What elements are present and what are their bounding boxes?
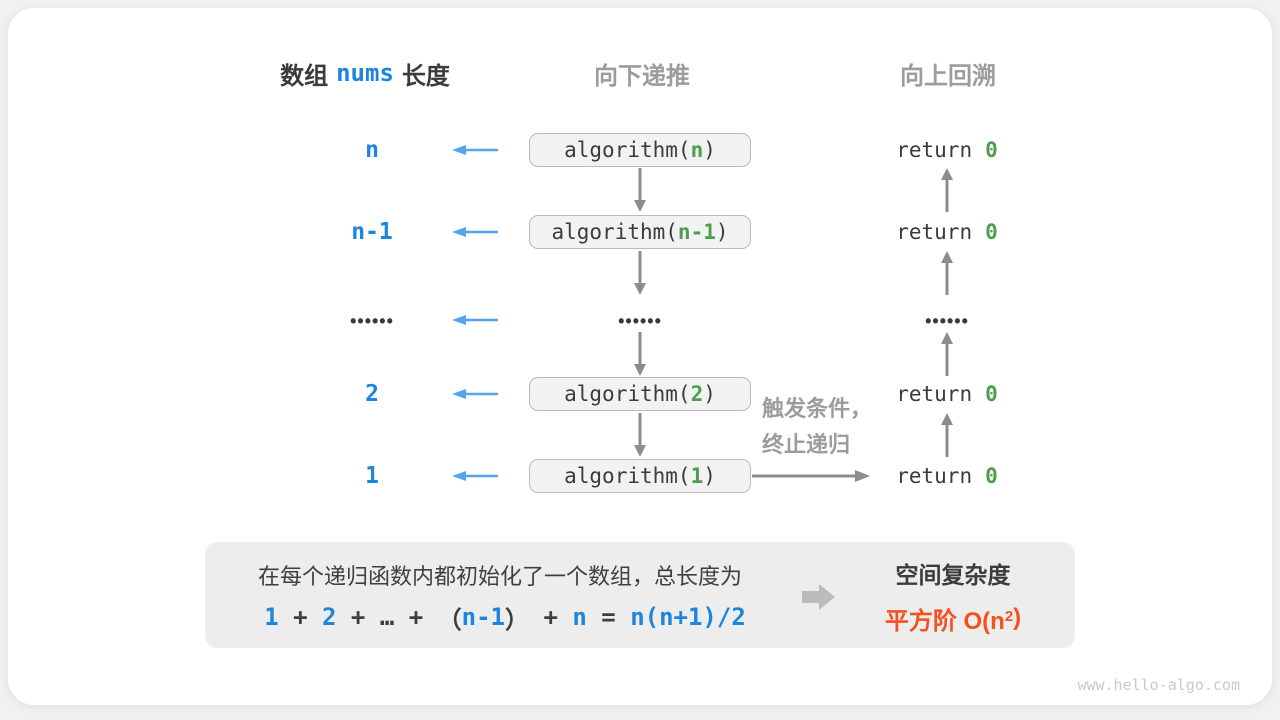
site-watermark: www.hello-algo.com <box>1077 676 1240 694</box>
trigger-line2: 终止递归 <box>762 432 851 457</box>
length-label-n: n <box>365 137 379 163</box>
formula-term: n-1 <box>461 603 506 631</box>
call-ellipsis: •••••• <box>618 310 662 331</box>
return-value: 0 <box>985 138 998 162</box>
down-arrow-icon <box>634 168 646 212</box>
space-complexity-title: 空间复杂度 <box>895 562 1011 588</box>
formula-ellipsis: … <box>379 603 395 631</box>
return-value: 0 <box>985 464 998 488</box>
complexity-exponent: 2 <box>1004 607 1014 625</box>
length-ellipsis: •••••• <box>350 310 394 331</box>
left-arrow-icon <box>452 389 498 399</box>
call-arg: 2 <box>690 382 704 406</box>
call-suffix: ) <box>715 220 729 244</box>
call-suffix: ) <box>703 138 716 162</box>
formula-op: + <box>336 603 380 631</box>
call-suffix: ) <box>703 382 716 406</box>
formula-paren: （ <box>437 605 462 634</box>
up-arrow-icon <box>941 251 953 295</box>
formula-term: n <box>572 603 587 631</box>
array-length-suffix: 长度 <box>401 62 450 90</box>
formula-paren: ） <box>505 605 530 634</box>
length-label-2: 2 <box>365 381 379 407</box>
return-keyword: return <box>896 464 973 488</box>
formula-op: + <box>394 603 438 631</box>
summary-line1: 在每个递归函数内都初始化了一个数组，总长度为 <box>257 564 742 589</box>
up-arrow-icon <box>941 332 953 376</box>
return-statement: return 0 <box>857 135 1037 165</box>
length-label-n-1: n-1 <box>351 219 393 245</box>
formula-op: + <box>529 603 573 631</box>
array-length-prefix: 数组 <box>280 62 329 90</box>
complexity-suffix: ) <box>1013 604 1022 631</box>
down-arrow-icon <box>634 332 646 376</box>
return-ellipsis: •••••• <box>925 310 969 331</box>
call-prefix: algorithm( <box>564 138 691 162</box>
left-arrow-icon <box>452 471 498 481</box>
call-prefix: algorithm( <box>564 464 691 488</box>
summary-formula: 1 + 2 + … + （n-1） + n = n(n+1)/2 <box>215 601 795 634</box>
nums-variable: nums <box>336 59 394 87</box>
call-prefix: algorithm( <box>551 220 678 244</box>
call-box-n: algorithm(n) <box>529 133 751 167</box>
return-statement: return 0 <box>857 217 1037 247</box>
implies-arrow-icon <box>802 584 835 610</box>
return-value: 0 <box>985 382 998 406</box>
call-box-n-1: algorithm(n-1) <box>529 215 751 249</box>
call-suffix: ) <box>703 464 716 488</box>
array-length-header: 数组 nums 长度 <box>250 58 480 90</box>
call-arg: 1 <box>690 464 704 488</box>
recurse-down-header: 向下递推 <box>594 62 690 90</box>
down-arrow-icon <box>634 251 646 295</box>
up-arrow-icon <box>941 413 953 457</box>
return-value: 0 <box>985 220 998 244</box>
call-prefix: algorithm( <box>564 382 691 406</box>
return-keyword: return <box>896 220 973 244</box>
length-label-1: 1 <box>365 463 379 489</box>
call-box-2: algorithm(2) <box>529 377 751 411</box>
trigger-line1: 触发条件， <box>762 396 873 421</box>
trigger-annotation: 触发条件， 终止递归 <box>762 391 872 463</box>
call-arg: n-1 <box>677 220 716 244</box>
formula-result: n(n+1)/2 <box>630 603 746 631</box>
complexity-prefix: 平方阶 O(n <box>884 607 1005 635</box>
formula-term: 1 <box>264 603 279 631</box>
up-arrow-icon <box>941 168 953 212</box>
return-statement: return 0 <box>857 379 1037 409</box>
left-arrow-icon <box>452 145 498 155</box>
left-arrow-icon <box>452 315 498 325</box>
formula-op: + <box>278 603 323 631</box>
return-keyword: return <box>896 382 973 406</box>
call-box-1: algorithm(1) <box>529 459 751 493</box>
call-arg: n <box>690 138 704 162</box>
return-keyword: return <box>896 138 973 162</box>
backtrack-up-header: 向上回溯 <box>900 62 996 90</box>
formula-op: = <box>586 603 631 631</box>
formula-term: 2 <box>322 603 337 631</box>
base-case-arrow-icon <box>752 470 870 482</box>
return-statement: return 0 <box>857 461 1037 491</box>
down-arrow-icon <box>634 413 646 457</box>
summary-panel <box>205 542 1075 648</box>
left-arrow-icon <box>452 227 498 237</box>
